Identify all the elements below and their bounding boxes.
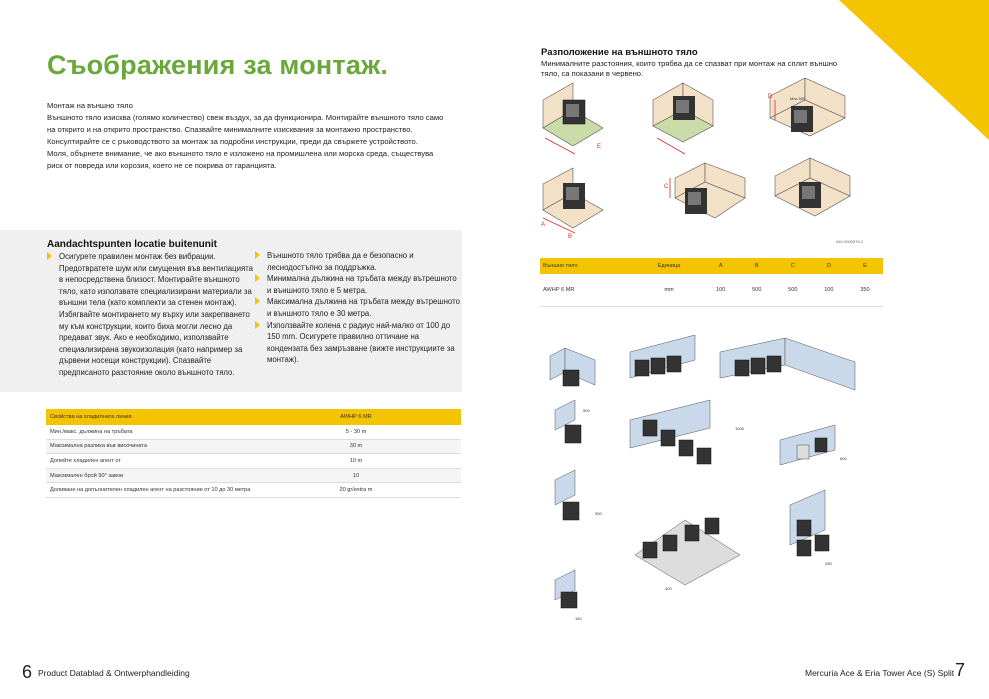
- bullet-arrow-icon: [255, 251, 260, 259]
- label-c: C: [664, 184, 669, 190]
- attention-column-1: Осигурете правилен монтаж без вибрации. …: [47, 251, 257, 379]
- outdoor-section-subtitle: Минималните разстояния, които трябва да …: [541, 59, 838, 78]
- clearance-diagram-6: [774, 157, 851, 217]
- table-header-row: Външно тяло Единица A B C D E: [540, 258, 883, 274]
- bullet-arrow-icon: [255, 274, 260, 283]
- clearance-diagram-1: [542, 82, 604, 155]
- bullet-arrow-icon: [47, 252, 52, 260]
- attention-panel: [0, 230, 462, 392]
- attention-column-2: Външното тяло трябва да е безопасно и ле…: [255, 250, 460, 366]
- dim-label: 1000: [735, 426, 745, 431]
- label-d: D: [768, 94, 773, 100]
- clearance-diagram-5: [669, 162, 746, 219]
- dim-label: 150: [575, 616, 582, 621]
- clearance-diagram-4: [542, 167, 604, 234]
- bullet-arrow-icon: [255, 297, 260, 306]
- bullet-item: Максимална дължина на тръбата между вътр…: [255, 296, 460, 319]
- label-b: B: [568, 234, 572, 238]
- attention-title: Aandachtspunten locatie buitenunit: [47, 239, 218, 250]
- bullet-item: Използвайте колена с радиус най-малко от…: [255, 320, 460, 366]
- dim-label: 250: [825, 561, 832, 566]
- installation-diagram-row-4: [554, 569, 578, 609]
- dim-label: 400: [665, 586, 672, 591]
- page-title: Съображения за монтаж.: [47, 50, 389, 80]
- installation-diagram-row-2: [554, 399, 836, 466]
- refrigerant-table: Свойства на хладилната линия AWHP 6 MR М…: [46, 409, 461, 498]
- installation-diagrams: 500 1000 300 400 150 250 600: [549, 334, 856, 621]
- intro-text: Монтаж на външно тяло Външното тяло изис…: [47, 100, 447, 172]
- drawing-code: AHI-0000576-2: [836, 239, 864, 244]
- bullet-item: Осигурете правилен монтаж без вибрации. …: [47, 251, 257, 379]
- intro-paragraph: Външното тяло изисква (голямо количество…: [47, 113, 444, 146]
- page-number-left: 6: [22, 662, 33, 682]
- clearance-diagram-3: [769, 78, 846, 137]
- installation-diagram-row-3: [554, 469, 830, 586]
- footer-left-text: Product Datablad & Ontwerphandleiding: [38, 668, 190, 678]
- label-a: A: [541, 222, 545, 228]
- label-e: E: [597, 144, 601, 150]
- intro-heading: Монтаж на външно тяло: [47, 101, 133, 110]
- corner-accent: [839, 0, 989, 140]
- dim-label: 600: [840, 456, 847, 461]
- page-number-right: 7: [955, 660, 966, 680]
- clearance-diagrams: A B C D E Max 500: [541, 78, 851, 238]
- clearance-table: Външно тяло Единица A B C D E AWHP 6 MR …: [540, 258, 883, 307]
- intro-note: Моля, обърнете внимание, че ако външното…: [47, 149, 434, 170]
- dim-label: 300: [595, 511, 602, 516]
- installation-diagram-row-1: [549, 334, 856, 391]
- table-header-row: Свойства на хладилната линия AWHP 6 MR: [46, 409, 461, 425]
- label-max-500: Max 500: [790, 96, 806, 101]
- table-row: Доливане на допълнителен хладилен агент …: [46, 482, 461, 498]
- footer-right-text: Mercuria Ace & Eria Tower Ace (S) Split: [805, 668, 955, 678]
- table-row: AWHP 6 MR mm 100 500 500 100 350: [540, 274, 883, 307]
- dim-label: 500: [583, 408, 590, 413]
- clearance-diagram-2: [652, 82, 714, 155]
- bullet-item: Външното тяло трябва да е безопасно и ле…: [255, 250, 460, 273]
- bullet-arrow-icon: [255, 320, 260, 329]
- bullet-item: Минимална дължина на тръбата между вътре…: [255, 273, 460, 296]
- outdoor-section-title: Разположение на външното тяло: [541, 47, 698, 58]
